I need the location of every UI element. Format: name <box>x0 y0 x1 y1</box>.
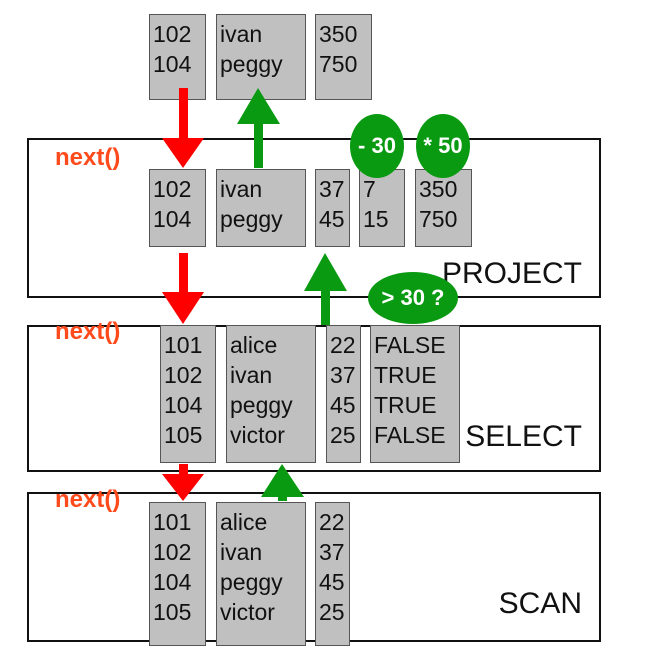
cell-value: ivan <box>220 176 263 202</box>
cell-value: victor <box>220 599 275 625</box>
cell-value: 750 <box>419 206 458 232</box>
project-operator-box <box>27 138 601 298</box>
cell-value: TRUE <box>374 392 437 418</box>
cell-value: ivan <box>220 539 263 565</box>
cell-value: 104 <box>153 569 192 595</box>
cell-value: 22 <box>319 509 345 535</box>
cell-value: FALSE <box>374 332 446 358</box>
cell-value: 101 <box>164 332 203 358</box>
cell-value: peggy <box>220 569 283 595</box>
cell-value: 104 <box>164 392 203 418</box>
data-arrow-to-output <box>237 88 280 168</box>
select-label: SELECT <box>465 420 582 453</box>
cell-value: 7 <box>363 176 376 202</box>
cell-value: 102 <box>153 539 192 565</box>
cell-value: peggy <box>230 392 293 418</box>
cell-value: 104 <box>153 206 192 232</box>
cell-value: alice <box>230 332 278 358</box>
cell-value: 45 <box>330 392 356 418</box>
cell-value: 37 <box>319 539 345 565</box>
cell-value: 102 <box>164 362 203 388</box>
cell-value: 101 <box>153 509 192 535</box>
cell-value: 102 <box>153 21 192 47</box>
cell-value: 750 <box>319 51 358 77</box>
cell-value: FALSE <box>374 422 446 448</box>
cell-value: 25 <box>330 422 356 448</box>
cell-value: 105 <box>153 599 192 625</box>
data-arrow-to-project <box>304 253 347 325</box>
cell-value: ivan <box>220 21 263 47</box>
scan-id-column: 101 102 104 105 <box>149 502 206 646</box>
cell-value: alice <box>220 509 268 535</box>
minus-30-op-bubble: - 30 <box>350 114 404 178</box>
cell-value: peggy <box>220 51 283 77</box>
cell-value: 15 <box>363 206 389 232</box>
select-id-column: 101 102 104 105 <box>160 325 216 463</box>
cell-value: 45 <box>319 206 345 232</box>
scan-name-column: alice ivan peggy victor <box>216 502 306 646</box>
select-next-label: next() <box>55 318 121 345</box>
scan-label: SCAN <box>498 587 582 620</box>
cell-value: 25 <box>319 599 345 625</box>
cell-value: 37 <box>319 176 345 202</box>
next-arrow-to-select <box>162 253 204 324</box>
greater-than-30-predicate-bubble: > 30 ? <box>368 272 458 324</box>
cell-value: 105 <box>164 422 203 448</box>
cell-value: 104 <box>153 51 192 77</box>
project-label: PROJECT <box>441 257 582 290</box>
cell-value: 22 <box>330 332 356 358</box>
project-next-label: next() <box>55 144 121 171</box>
cell-value: victor <box>230 422 285 448</box>
times-50-op-bubble: * 50 <box>416 114 470 178</box>
cell-value: 102 <box>153 176 192 202</box>
cell-value: 37 <box>330 362 356 388</box>
select-predicate-column: FALSE TRUE TRUE FALSE <box>370 325 460 463</box>
scan-next-label: next() <box>55 486 121 513</box>
select-age-column: 22 37 45 25 <box>326 325 361 463</box>
next-arrow-to-project <box>162 88 204 168</box>
select-name-column: alice ivan peggy victor <box>226 325 316 463</box>
cell-value: 350 <box>319 21 358 47</box>
scan-operator-box <box>27 492 601 642</box>
cell-value: 45 <box>319 569 345 595</box>
next-arrow-to-scan <box>162 464 204 501</box>
cell-value: ivan <box>230 362 273 388</box>
project-name-column: ivan peggy <box>216 169 306 247</box>
data-arrow-to-select <box>261 464 304 501</box>
cell-value: peggy <box>220 206 283 232</box>
scan-age-column: 22 37 45 25 <box>315 502 350 646</box>
cell-value: TRUE <box>374 362 437 388</box>
output-name-column: ivan peggy <box>216 14 306 100</box>
cell-value: 350 <box>419 176 458 202</box>
